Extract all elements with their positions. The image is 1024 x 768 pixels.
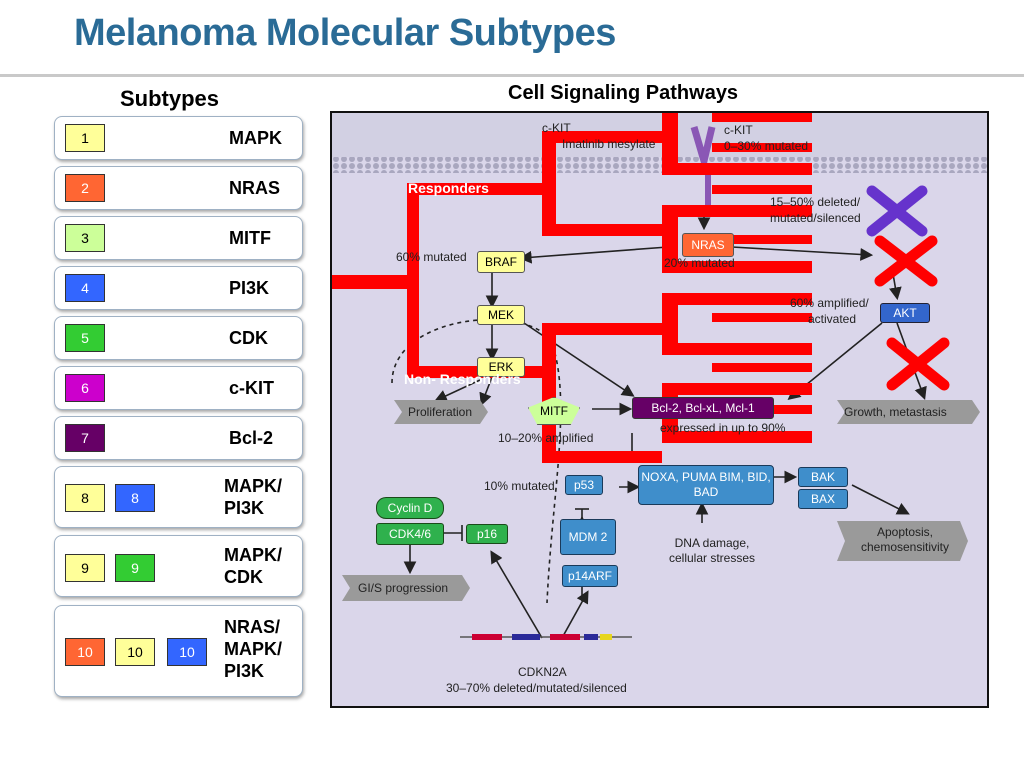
pathway-graphics — [332, 113, 987, 640]
x-mark-red-2 — [886, 337, 950, 391]
pathways-heading: Cell Signaling Pathways — [508, 82, 739, 104]
non-responders-label: Non- Responders — [404, 371, 521, 387]
subtype-chip: 8 — [115, 484, 155, 512]
subtype-chip: 10 — [167, 638, 207, 666]
subtype-box-5: 5 CDK — [54, 316, 303, 360]
pten-note-2: mutated/silenced — [770, 211, 861, 225]
subtype-chip: 6 — [65, 374, 105, 402]
subtype-box-7: 7 Bcl-2 — [54, 416, 303, 460]
subtype-box-6: 6 c-KIT — [54, 366, 303, 410]
subtype-chip: 2 — [65, 174, 105, 202]
braf-note: 60% mutated — [396, 250, 467, 264]
subtypes-heading: Subtypes — [120, 86, 220, 111]
page-title: Melanoma Molecular Subtypes — [74, 12, 616, 54]
cyclin-d-node: Cyclin D — [376, 497, 444, 519]
cdkn2a-note: 30–70% deleted/mutated/silenced — [446, 681, 627, 695]
growth-label: Growth, metastasis — [844, 405, 947, 419]
cdkn2a-label: CDKN2A — [518, 665, 567, 679]
subtype-chip: 9 — [115, 554, 155, 582]
proliferation-label: Proliferation — [408, 405, 473, 419]
p53-note: 10% mutated — [484, 479, 555, 493]
subtype-chip: 1 — [65, 124, 105, 152]
subtype-label: MAPK — [229, 128, 282, 148]
dna-damage-label: DNA damage, cellular stresses — [668, 536, 756, 565]
akt-note-2: activated — [808, 312, 857, 326]
imatinib-label: Imatinib mesylate — [562, 137, 656, 151]
x-mark-purple — [866, 185, 928, 237]
p14arf-node: p14ARF — [562, 565, 618, 587]
mdm2-node: MDM 2 — [560, 519, 616, 555]
responder-brackets — [332, 113, 812, 463]
bcl2-node: Bcl-2, Bcl-xL, Mcl-1 — [632, 397, 774, 419]
subtype-box-8: 8 8 MAPK/ PI3K — [54, 466, 303, 528]
subtype-label: MAPK/ CDK — [224, 545, 282, 587]
bcl2-note: expressed in up to 90% — [660, 421, 786, 435]
braf-node: BRAF — [477, 251, 525, 273]
cdk46-node: CDK4/6 — [376, 523, 444, 545]
subtype-label: CDK — [229, 328, 268, 348]
subtype-box-4: 4 PI3K — [54, 266, 303, 310]
p16-node: p16 — [466, 524, 508, 544]
subtype-label: MITF — [229, 228, 271, 248]
subtype-chip: 4 — [65, 274, 105, 302]
subtype-label: PI3K — [229, 278, 270, 298]
x-mark-red-1 — [874, 235, 938, 287]
pten-note: 15–50% deleted/ — [770, 195, 861, 209]
subtype-box-3: 3 MITF — [54, 216, 303, 260]
bak-node: BAK — [798, 467, 848, 487]
subtype-box-10: 10 10 10 NRAS/ MAPK/ PI3K — [54, 605, 303, 697]
erk-node: ERK — [477, 357, 525, 377]
ckit-left-label: c-KIT — [542, 121, 571, 135]
subtype-chip: 10 — [115, 638, 155, 666]
subtype-label: c-KIT — [229, 378, 274, 398]
subtype-label: NRAS/ MAPK/ PI3K — [224, 617, 282, 681]
subtype-label: MAPK/ PI3K — [224, 476, 282, 518]
responders-label: Responders — [408, 180, 489, 196]
mek-node: MEK — [477, 305, 525, 325]
title-divider — [0, 74, 1024, 77]
subtype-chip: 7 — [65, 424, 105, 452]
bax-node: BAX — [798, 489, 848, 509]
ckit-right-label: c-KIT — [724, 123, 753, 137]
subtype-label: NRAS — [229, 178, 281, 198]
nras-node: NRAS — [682, 233, 734, 257]
subtype-chip: 9 — [65, 554, 105, 582]
subtype-chip: 10 — [65, 638, 105, 666]
subtype-chip: 8 — [65, 484, 105, 512]
nras-note: 20% mutated — [664, 256, 735, 270]
subtype-chip: 5 — [65, 324, 105, 352]
subtype-box-9: 9 9 MAPK/ CDK — [54, 535, 303, 597]
ckit-right-note: 0–30% mutated — [724, 139, 809, 153]
p53-node: p53 — [565, 475, 603, 495]
akt-node: AKT — [880, 303, 930, 323]
gis-progression-label: GI/S progression — [358, 581, 449, 595]
akt-note: 60% amplified/ — [790, 296, 869, 310]
mitf-note: 10–20% amplified — [498, 431, 594, 445]
subtype-label: Bcl-2 — [229, 428, 274, 448]
apoptosis-label: Apoptosis, chemosensitivity — [860, 525, 950, 554]
subtype-box-2: 2 NRAS — [54, 166, 303, 210]
subtype-chip: 3 — [65, 224, 105, 252]
noxa-node: NOXA, PUMA BIM, BID, BAD — [638, 465, 774, 505]
subtype-box-1: 1 MAPK — [54, 116, 303, 160]
pathway-diagram: c-KIT Imatinib mesylate c-KIT 0–30% muta… — [330, 111, 989, 708]
cell-membrane — [332, 157, 987, 173]
